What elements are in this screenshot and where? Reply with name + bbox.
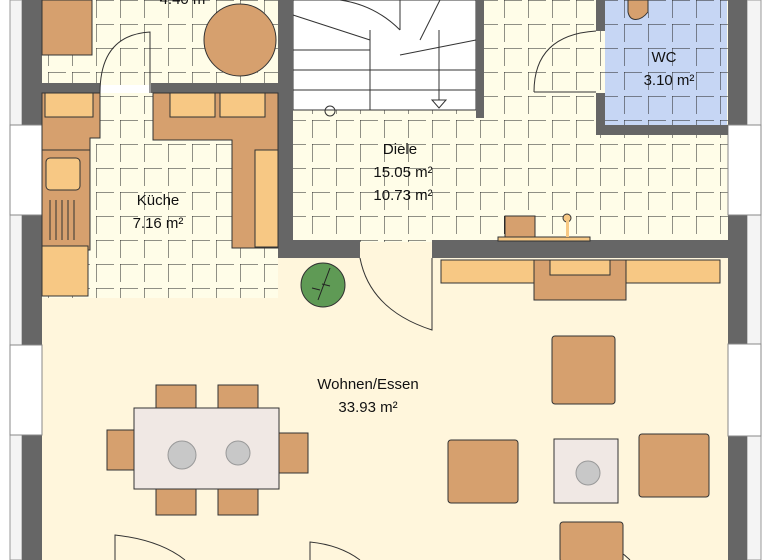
dining-table — [106, 384, 309, 516]
room-area-kitchen: 7.16 m² — [133, 215, 184, 232]
sofa-set — [447, 335, 710, 560]
room-area-hall: 15.05 m² — [373, 164, 432, 181]
room-name-living: Wohnen/Essen — [317, 376, 418, 393]
room-area-top: 4.40 m² — [160, 0, 211, 8]
round-table — [203, 3, 277, 77]
room-area-living: 33.93 m² — [338, 399, 397, 416]
plant — [300, 262, 346, 308]
cabinet — [41, 0, 93, 56]
room-area-wc: 3.10 m² — [644, 72, 695, 89]
room-name-wc: WC — [652, 49, 677, 66]
kitchen-units — [41, 92, 279, 297]
room-area2-hall: 10.73 m² — [373, 187, 432, 204]
walls — [9, 0, 762, 560]
room-name-hall: Diele — [383, 141, 417, 158]
wc-floor — [605, 0, 727, 125]
hall-bench — [504, 215, 536, 241]
room-name-kitchen: Küche — [137, 192, 180, 209]
staircase — [292, 0, 477, 117]
sideboard — [440, 259, 721, 301]
